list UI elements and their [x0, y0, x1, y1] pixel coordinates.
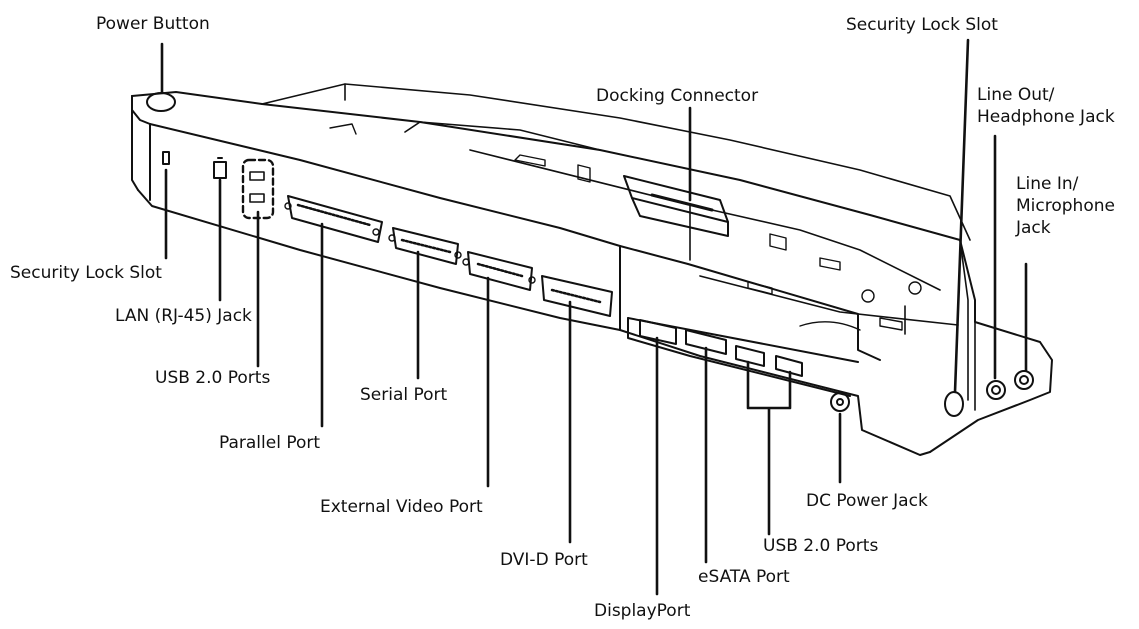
label-displayport: DisplayPort — [594, 601, 691, 621]
label-parallel-port: Parallel Port — [219, 433, 321, 453]
label-docking-connector: Docking Connector — [596, 86, 759, 106]
label-usb-ports-right: USB 2.0 Ports — [763, 536, 879, 556]
leader-usb-right — [746, 360, 792, 536]
dvi-d-port-shape — [541, 275, 613, 317]
usb-ports-right-shape — [735, 345, 803, 377]
label-usb-ports-left: USB 2.0 Ports — [155, 368, 271, 388]
label-lan-jack: LAN (RJ-45) Jack — [115, 306, 252, 326]
power-button-shape — [146, 92, 176, 112]
dc-power-jack-shape — [830, 392, 850, 412]
label-line-in-3: Jack — [1016, 218, 1051, 238]
label-esata-port: eSATA Port — [698, 567, 790, 587]
label-power-button: Power Button — [96, 14, 210, 34]
label-security-lock-slot-right: Security Lock Slot — [846, 15, 998, 35]
audio-jacks-shape — [986, 370, 1034, 400]
leader-lines — [160, 38, 1028, 596]
security-lock-slot-left-shape — [162, 151, 170, 165]
label-dvi-d-port: DVI-D Port — [500, 550, 588, 570]
leader-security-lock-slot-right — [953, 38, 970, 394]
label-line-out-2: Headphone Jack — [977, 107, 1115, 127]
esata-port-shape — [685, 329, 727, 355]
label-external-video-port: External Video Port — [320, 497, 483, 517]
dock-body — [131, 83, 1053, 456]
lan-jack-shape — [213, 157, 227, 179]
docking-connector — [623, 175, 729, 237]
label-line-out-1: Line Out/ — [977, 85, 1055, 105]
label-serial-port: Serial Port — [360, 385, 448, 405]
displayport-shape — [639, 319, 677, 345]
label-security-lock-slot-left: Security Lock Slot — [10, 263, 162, 283]
label-line-in: Line In/ Microphone Jack — [1016, 173, 1115, 239]
label-dc-power-jack: DC Power Jack — [806, 491, 928, 511]
security-lock-slot-right-shape — [944, 391, 964, 417]
usb-ports-left-shape — [241, 158, 275, 220]
label-line-in-1: Line In/ — [1016, 174, 1079, 194]
serial-port-shape — [388, 227, 462, 265]
external-video-port-shape — [462, 251, 536, 291]
label-line-in-2: Microphone — [1016, 196, 1115, 216]
parallel-port-shape — [284, 195, 383, 243]
label-line-out: Line Out/ Headphone Jack — [977, 84, 1115, 128]
